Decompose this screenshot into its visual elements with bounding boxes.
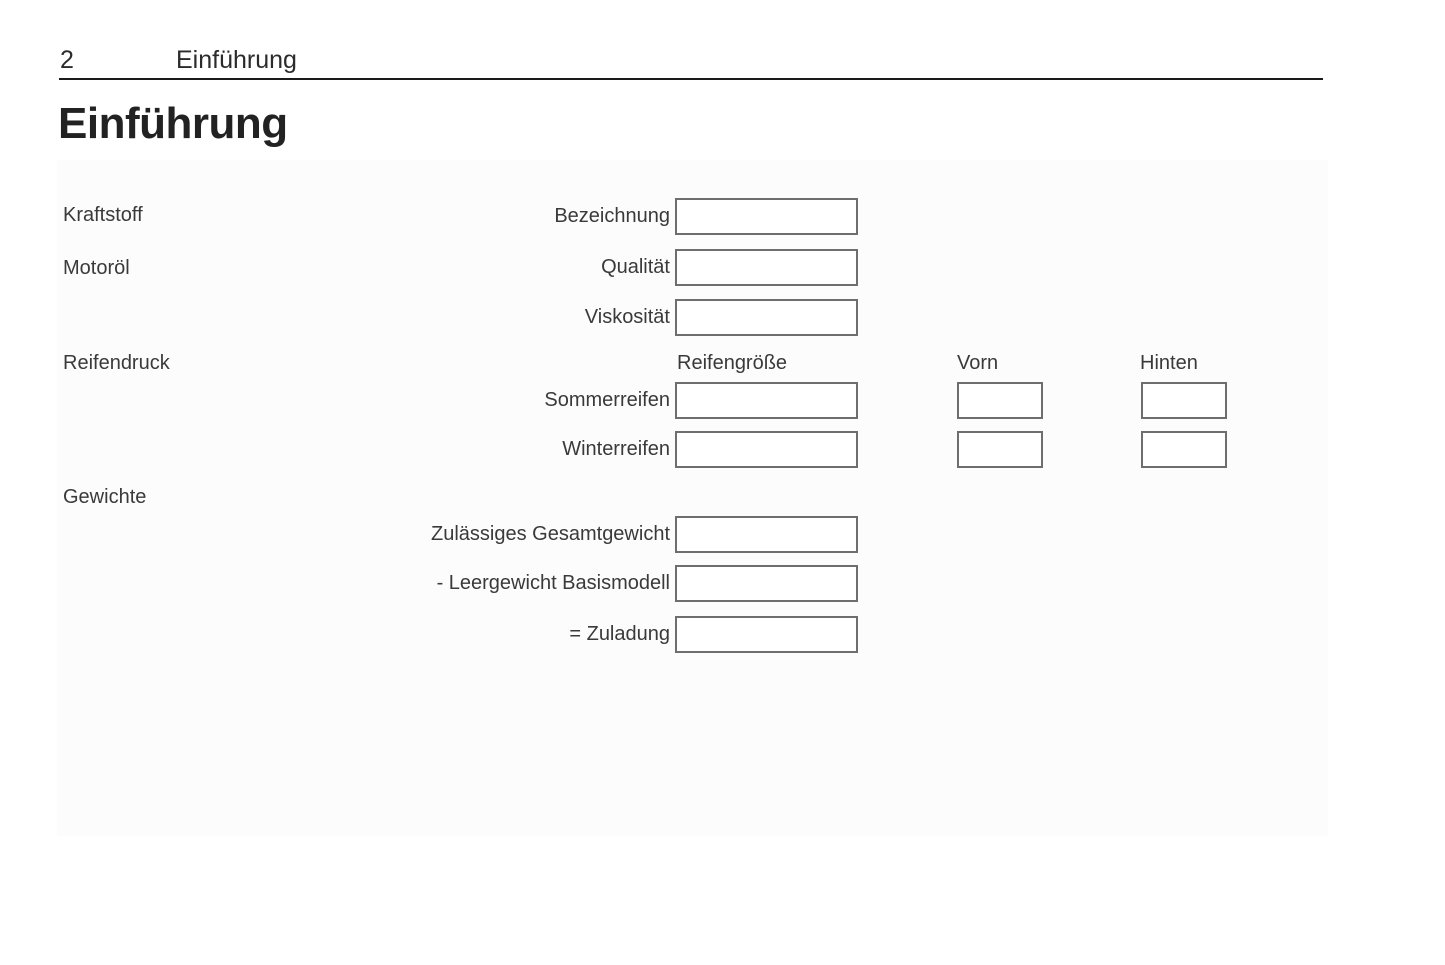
winterreifen-vorn-input[interactable] xyxy=(957,431,1043,468)
column-header-vorn: Vorn xyxy=(957,352,999,374)
field-label-winterreifen: Winterreifen xyxy=(562,438,670,460)
section-label-gewichte: Gewichte xyxy=(63,486,147,508)
sommerreifen-reifengroesse-input[interactable] xyxy=(675,382,858,419)
sommerreifen-vorn-input[interactable] xyxy=(957,382,1043,419)
field-label-bezeichnung: Bezeichnung xyxy=(554,205,670,227)
section-label-motoroel: Motoröl xyxy=(63,257,130,279)
field-label-qualitaet: Qualität xyxy=(601,256,670,278)
page-number: 2 xyxy=(60,46,74,74)
header-rule xyxy=(59,78,1323,80)
field-label-leergewicht: - Leergewicht Basismodell xyxy=(436,572,670,594)
section-label-reifendruck: Reifendruck xyxy=(63,352,170,374)
column-header-hinten: Hinten xyxy=(1140,352,1198,374)
running-title: Einführung xyxy=(176,46,297,74)
leergewicht-input[interactable] xyxy=(675,565,858,602)
zuladung-input[interactable] xyxy=(675,616,858,653)
field-label-gesamtgewicht: Zulässiges Gesamtgewicht xyxy=(431,523,670,545)
sommerreifen-hinten-input[interactable] xyxy=(1141,382,1227,419)
qualitaet-input[interactable] xyxy=(675,249,858,286)
winterreifen-hinten-input[interactable] xyxy=(1141,431,1227,468)
column-header-reifengroesse: Reifengröße xyxy=(677,352,788,374)
gesamtgewicht-input[interactable] xyxy=(675,516,858,553)
field-label-zuladung: = Zuladung xyxy=(569,623,670,645)
bezeichnung-input[interactable] xyxy=(675,198,858,235)
winterreifen-reifengroesse-input[interactable] xyxy=(675,431,858,468)
field-label-viskositaet: Viskosität xyxy=(584,306,670,328)
field-label-sommerreifen: Sommerreifen xyxy=(544,389,670,411)
viskositaet-input[interactable] xyxy=(675,299,858,336)
page-title: Einführung xyxy=(58,99,288,148)
section-label-kraftstoff: Kraftstoff xyxy=(63,204,143,226)
